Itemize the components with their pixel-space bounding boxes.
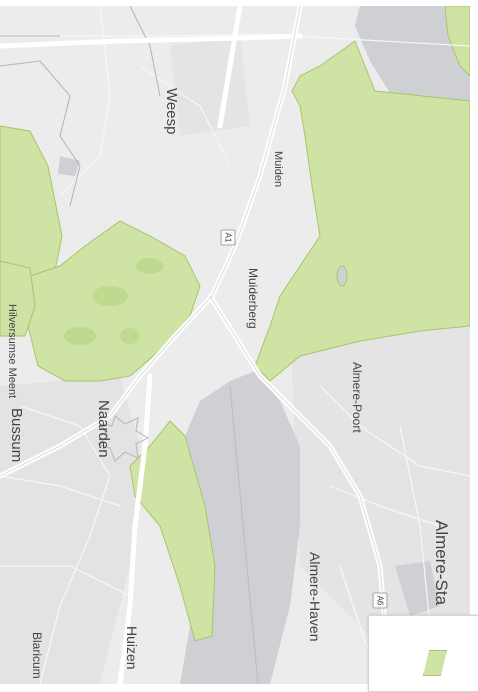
place-label-almere-stad: Almere-Sta — [432, 520, 451, 606]
water-channel-line — [229, 385, 259, 684]
urban-area-almere — [290, 306, 470, 646]
urban-area-bussum — [0, 376, 140, 684]
road-shield-a1: A1 — [220, 229, 236, 246]
nature-pond — [336, 265, 348, 287]
place-label-almere-haven: Almere-Haven — [307, 552, 323, 642]
nature-area-gooimeer-shore — [129, 420, 216, 642]
place-label-naarden: Naarden — [95, 400, 112, 458]
road-shield-a6: A6 — [372, 592, 388, 609]
place-label-muiderberg: Muiderberg — [246, 268, 260, 329]
place-label-hilversumse-meent: Hilversumse Meent — [6, 304, 18, 399]
naarden-fortress-outline — [96, 414, 150, 463]
water-pond — [58, 156, 80, 176]
map-legend — [368, 615, 478, 692]
water-ijmeer — [355, 6, 470, 101]
water-lake-almere — [395, 561, 440, 616]
urban-area-weesp — [170, 36, 250, 136]
place-label-blaricum: Blaricum — [30, 632, 44, 679]
nature-area-oostvaardersdijk — [254, 40, 470, 382]
map-canvas[interactable]: Weesp Muiden Muiderberg Almere-Poort Alm… — [0, 6, 470, 684]
nature-area-top-right — [444, 6, 470, 77]
place-label-huizen: Huizen — [124, 626, 140, 670]
place-label-muiden: Muiden — [272, 151, 284, 188]
map-base — [0, 6, 470, 684]
place-label-weesp: Weesp — [163, 88, 180, 135]
legend-nature-swatch — [423, 650, 447, 676]
nature-area-hilversumse-meent — [0, 260, 36, 337]
place-label-almere-poort: Almere-Poort — [350, 362, 364, 433]
place-label-bussum: Bussum — [8, 408, 25, 463]
